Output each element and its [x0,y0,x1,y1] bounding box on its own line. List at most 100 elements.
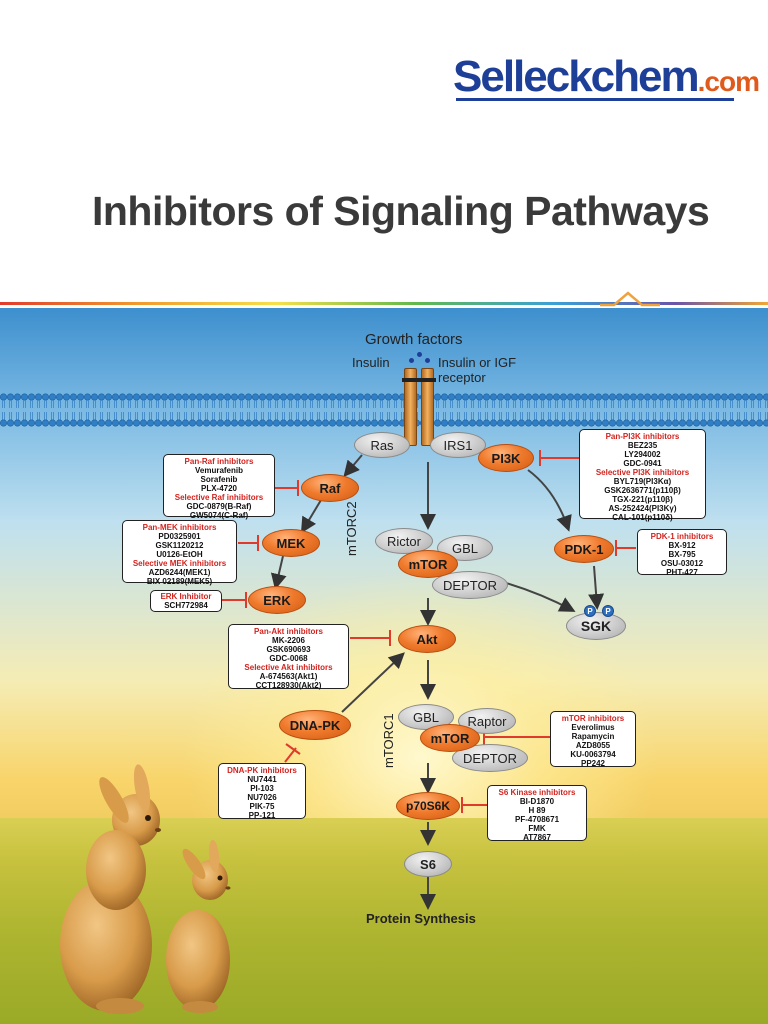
akt-box-heading-1: Pan-Akt inhibitors [254,627,323,636]
mtor-box-heading: mTOR inhibitors [561,714,625,723]
inhibitor-item: A-674563(Akt1) [259,672,318,681]
inhibitor-item: PP242 [580,759,606,768]
inhibitor-item: BEZ235 [627,441,658,450]
inhibitor-item: PP-121 [248,811,276,820]
inhibitor-item: BI-D1870 [519,797,555,806]
node-mtor-mtorc1[interactable]: mTOR [420,724,480,752]
node-erk[interactable]: ERK [248,586,306,614]
protein-synthesis-label: Protein Synthesis [366,911,476,926]
s6k-inhibitors-box: S6 Kinase inhibitors BI-D1870 H 89 PF-47… [487,785,587,842]
pi3k-box-heading-2: Selective PI3K inhibitors [595,468,690,477]
s6k-box-heading: S6 Kinase inhibitors [498,788,576,797]
raf-box-heading-1: Pan-Raf inhibitors [184,457,254,466]
node-mtor-mtorc2[interactable]: mTOR [398,550,458,578]
inhibitor-item: AZD6244(MEK1) [148,568,211,577]
selleckchem-logo[interactable]: Selleckchem.com [453,52,760,102]
inhibitor-item: PD0325901 [158,532,201,541]
inhibitor-item: GSK1120212 [155,541,204,550]
akt-inhibitors-box: Pan-Akt inhibitors MK-2206 GSK690693 GDC… [228,624,349,690]
akt-box-heading-2: Selective Akt inhibitors [244,663,333,672]
node-raf[interactable]: Raf [301,474,359,502]
sgk-phosphate-2: P [602,605,614,617]
inhibitor-item: LY294002 [624,450,661,459]
insulin-label: Insulin [352,355,390,370]
receptor-crossbar [402,378,436,382]
inhibitor-item: NU7441 [247,775,277,784]
inhibitor-item: Rapamycin [571,732,615,741]
node-sgk[interactable]: SGK [566,612,626,640]
ligand-dot [409,358,414,363]
dnapk-inhibitors-box: DNA-PK inhibitors NU7441 PI-103 NU7026 P… [218,763,306,820]
inhibitor-item: BIX 02189(MEK5) [146,577,213,586]
inhibitor-item: KU-0063794 [570,750,616,759]
node-irs1[interactable]: IRS1 [430,432,486,458]
ligand-dot [417,352,422,357]
node-ras[interactable]: Ras [354,432,410,458]
receptor-chain-right [421,368,434,446]
receptor-chain-left [404,368,417,446]
inhibitor-item: SCH772984 [164,601,208,610]
logo-main-text: Selleckchem [453,52,700,101]
inhibitor-item: CCT128930(Akt2) [255,681,322,690]
pi3k-inhibitors-box: Pan-PI3K inhibitors BEZ235 LY294002 GDC-… [579,429,706,522]
inhibitor-item: BX-912 [668,541,696,550]
inhibitor-item: MK-2206 [272,636,305,645]
inhibitor-item: GDC-0941 [623,459,662,468]
inhibitor-item: FMK [528,824,546,833]
logo-tld-text: .com [697,66,760,97]
inhibitor-item: AT7867 [523,833,551,842]
node-pi3k[interactable]: PI3K [478,444,534,472]
pi3k-box-heading-1: Pan-PI3K inhibitors [605,432,680,441]
inhibitor-item: BX-795 [668,550,696,559]
page-title: Inhibitors of Signaling Pathways [92,188,710,234]
mtorc1-label: mTORC1 [381,713,396,768]
growth-factors-label: Growth factors [365,331,463,348]
inhibitor-item: Everolimus [571,723,615,732]
ligand-dot [425,358,430,363]
inhibitor-item: PIK-75 [249,802,275,811]
node-pdk1[interactable]: PDK-1 [554,535,614,563]
inhibitor-item: PHT-427 [666,568,698,577]
inhibitor-item: BYL719(PI3Kα) [613,477,672,486]
rainbow-divider [0,302,768,305]
node-s6[interactable]: S6 [404,851,452,877]
raf-inhibitors-box: Pan-Raf inhibitors Vemurafenib Sorafenib… [163,454,275,520]
node-akt[interactable]: Akt [398,625,456,653]
node-p70s6k[interactable]: p70S6K [396,792,460,820]
small-rabbit [166,840,231,1013]
inhibitor-item: GSK2636771(p110β) [604,486,681,495]
inhibitor-item: U0126-EtOH [156,550,203,559]
erk-inhibitors-box: ERK Inhibitor SCH772984 [150,590,222,612]
inhibitor-item: GSK690693 [266,645,311,654]
node-deptor-mtorc2[interactable]: DEPTOR [432,571,508,599]
node-mek[interactable]: MEK [262,529,320,557]
node-rictor[interactable]: Rictor [375,528,433,554]
mtorc2-label: mTORC2 [344,501,359,556]
sgk-phosphate-1: P [584,605,596,617]
inhibitor-item: AZD8055 [575,741,611,750]
inhibitor-item: PF-4708671 [514,815,560,824]
inhibitor-item: H 89 [528,806,546,815]
mtor-inhibitors-box: mTOR inhibitors Everolimus Rapamycin AZD… [550,711,636,768]
node-dnapk[interactable]: DNA-PK [279,710,351,740]
divider-peak [600,291,660,307]
inhibitor-item: GW5074(C-Raf) [189,511,249,520]
logo-underline [456,98,734,101]
inhibitor-item: Sorafenib [200,475,238,484]
erk-box-heading: ERK Inhibitor [160,592,212,601]
pdk1-inhibitors-box: PDK-1 inhibitors BX-912 BX-795 OSU-03012… [637,529,727,577]
node-gbl-mtorc1[interactable]: GBL [398,704,454,730]
inhibitor-item: GDC-0068 [269,654,308,663]
node-raptor[interactable]: Raptor [458,708,516,734]
rabbits-illustration [60,764,231,1014]
cell-membrane [0,393,768,427]
inhibitor-item: NU7026 [247,793,277,802]
receptor [402,368,436,446]
inhibitor-item: Vemurafenib [194,466,243,475]
mek-box-heading-2: Selective MEK inhibitors [132,559,227,568]
growth-factor-dots [404,352,434,366]
inhibitor-item: TGX-221(p110β) [612,495,673,504]
inhibitor-item: CAL-101(p110δ) [612,513,673,522]
inhibitor-item: GDC-0879(B-Raf) [186,502,252,511]
mek-inhibitors-box: Pan-MEK inhibitors PD0325901 GSK1120212 … [122,520,237,586]
